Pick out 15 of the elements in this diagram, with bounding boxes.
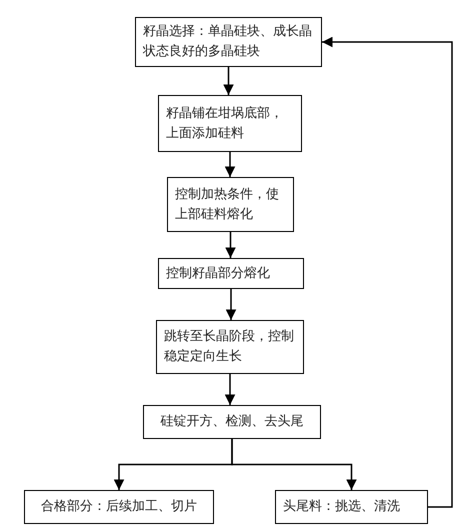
process-box: 控制籽晶部分熔化: [158, 258, 304, 289]
arrow: [322, 36, 453, 508]
arrow: [225, 232, 236, 258]
arrow: [231, 439, 357, 490]
process-box: 籽晶铺在坩埚底部，上面添加硅料: [158, 95, 302, 152]
process-box: 头尾料：挑选、清洗: [275, 490, 428, 524]
process-box: 控制加热条件，使上部硅料熔化: [167, 177, 294, 232]
arrow: [224, 152, 236, 177]
process-box: 硅锭开方、检测、去头尾: [143, 405, 321, 439]
process-box: 合格部分：后续加工、切片: [24, 490, 214, 524]
arrow: [223, 67, 234, 95]
arrow: [226, 289, 236, 320]
process-box: 跳转至长晶阶段，控制稳定定向生长: [156, 320, 304, 374]
process-box: 籽晶选择：单晶硅块、成长晶状态良好的多晶硅块: [135, 17, 322, 67]
arrow: [224, 374, 236, 405]
